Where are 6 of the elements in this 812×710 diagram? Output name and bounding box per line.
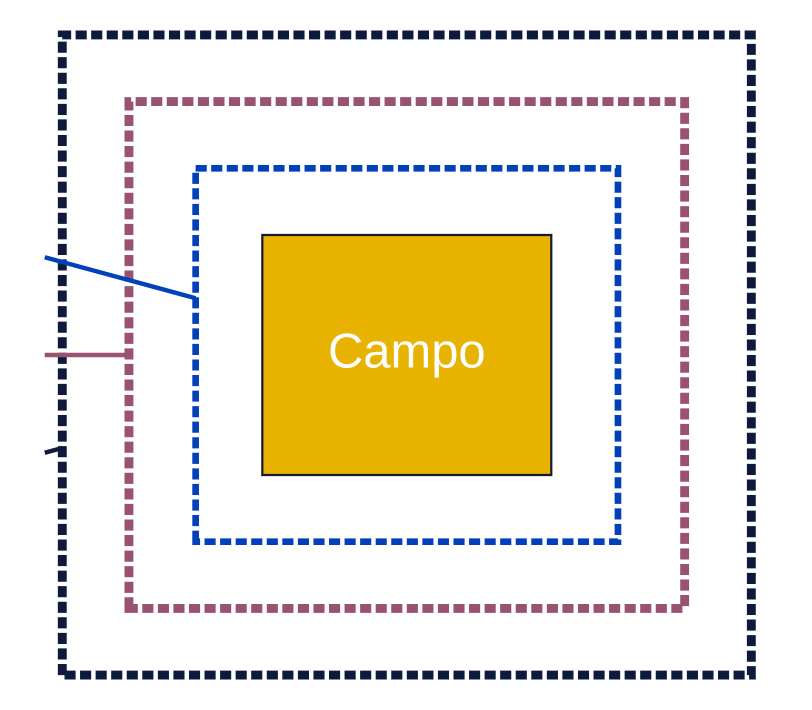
connector	[44, 255, 196, 300]
cluster	[58, 30, 756, 680]
cluster	[192, 164, 622, 546]
node-box: Campo	[261, 234, 552, 476]
connector	[44, 446, 63, 455]
cluster	[124, 97, 690, 613]
